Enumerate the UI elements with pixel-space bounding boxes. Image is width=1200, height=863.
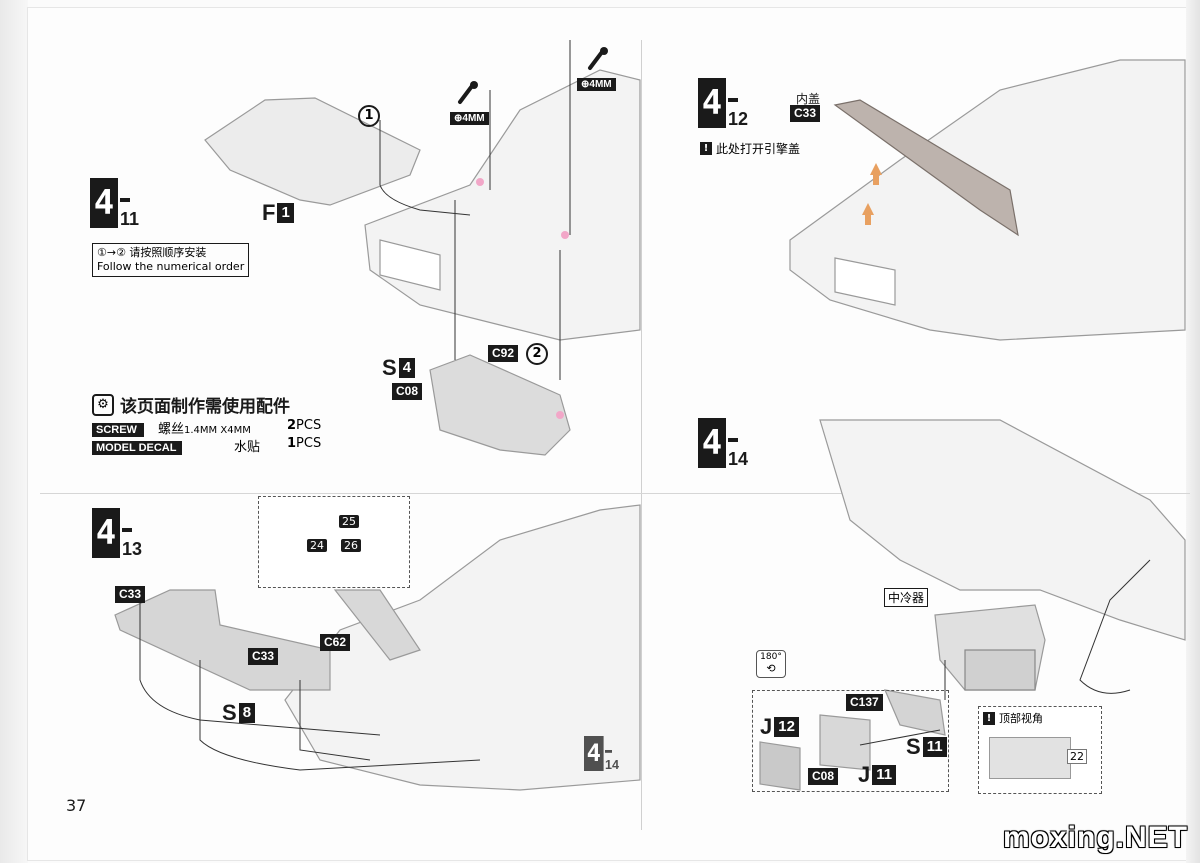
- horizontal-divider: [40, 493, 1190, 494]
- rotate-180-icon: 180° ⟲: [756, 650, 786, 678]
- vertical-divider: [641, 40, 642, 830]
- part-label-j11: J 11: [858, 762, 897, 788]
- part-label-f1: F 1: [262, 200, 294, 226]
- radiator-assembly-4-13: [114, 589, 331, 691]
- step-order-circle-2: 2: [526, 342, 548, 365]
- step-badge-4-12: 4 12: [698, 78, 748, 128]
- top-view-note: 顶部视角: [999, 712, 1043, 725]
- step-badge-4-13: 4 13: [92, 508, 142, 558]
- alert-icon: !: [983, 711, 995, 725]
- binding-edge: [0, 0, 28, 863]
- order-note-cn: ①→② 请按照顺序安装: [97, 246, 207, 259]
- note-open-hood: ! 此处打开引擎盖: [700, 140, 800, 157]
- pipe-part-c137: [884, 689, 946, 736]
- parts-list-row: MODEL DECAL 水贴 1PCS: [92, 436, 321, 455]
- part-label-j12: J 12: [760, 714, 799, 740]
- mesh-part-c08: [819, 714, 871, 771]
- decal-24: 24: [307, 539, 327, 552]
- part-tag-c33: C33: [790, 105, 821, 122]
- watermark: moxing.NET: [1002, 821, 1188, 854]
- screw-tag-a: ⊕4MM: [450, 112, 489, 125]
- truck-4-14: [819, 419, 1186, 641]
- step-reference-4-14: 4 14: [584, 736, 619, 771]
- top-view-box: ! 顶部视角 22: [978, 706, 1102, 794]
- decal-26: 26: [341, 539, 361, 552]
- part-tag-c33: C33: [115, 586, 146, 603]
- part-tag-c62: C62: [320, 634, 351, 651]
- gear-icon: ⚙: [92, 393, 114, 416]
- label-intercooler: 中冷器: [884, 588, 929, 607]
- step-minor: 11: [120, 209, 140, 229]
- step-badge-4-11: 4 11: [90, 178, 139, 228]
- part-tag-c92: C92: [488, 345, 519, 362]
- hood-open-4-13: [333, 589, 421, 661]
- parts-category: SCREW: [92, 423, 144, 437]
- decal-detail-box: 25 24 26: [258, 496, 410, 588]
- part-tag-c08: C08: [808, 768, 839, 785]
- part-label-s4: S 4: [382, 355, 416, 381]
- order-note-box: ①→② 请按照顺序安装 Follow the numerical order: [92, 243, 250, 277]
- screwdriver-icon: [582, 46, 612, 80]
- hood-inner-c33: [833, 99, 1019, 237]
- step-order-circle-1: 1: [358, 104, 380, 127]
- screwdriver-icon: [452, 80, 482, 114]
- part-tag-c33: C33: [248, 648, 279, 665]
- decal-22: 22: [1067, 749, 1087, 764]
- hood-part-f1: [204, 97, 421, 206]
- alert-icon: !: [700, 142, 712, 155]
- grille-part-j12: [759, 741, 801, 791]
- parts-list-row: SCREW 螺丝1.4MM X4MM 2PCS: [92, 418, 321, 437]
- detail-box-grille: [752, 690, 949, 792]
- order-note-en: Follow the numerical order: [97, 260, 245, 273]
- part-label-s11: S 11: [906, 734, 947, 760]
- parts-list-header: ⚙ 该页面制作需使用配件: [92, 392, 290, 417]
- page-right-edge: [1186, 0, 1200, 863]
- label-inner-hood: 内盖: [796, 92, 821, 106]
- top-view-illustration: [989, 737, 1071, 779]
- parts-list-title: 该页面制作需使用配件: [120, 397, 290, 417]
- screw-tag-b: ⊕4MM: [577, 78, 616, 91]
- part-label-s8: S 8: [222, 700, 256, 726]
- radiator-support-s4: [429, 354, 571, 456]
- page-number: 37: [66, 796, 87, 815]
- parts-category: MODEL DECAL: [92, 441, 182, 455]
- part-tag-c137: C137: [846, 694, 883, 711]
- part-tag-c08: C08: [392, 383, 423, 400]
- step-badge-4-14: 4 14: [698, 418, 748, 468]
- step-major: 4: [90, 178, 118, 228]
- decal-25: 25: [339, 515, 359, 528]
